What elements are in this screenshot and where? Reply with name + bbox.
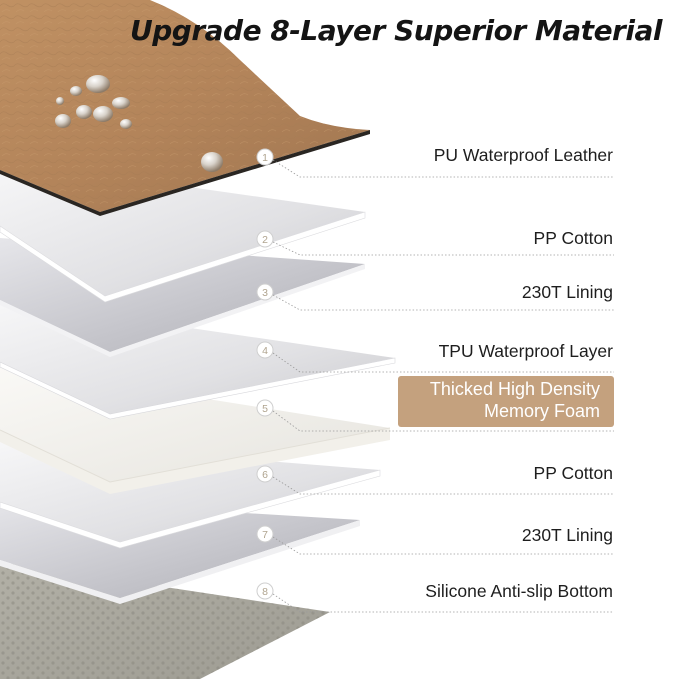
badge-7 xyxy=(256,525,274,543)
badge-numbers: 1 2 3 4 5 6 7 8 xyxy=(262,152,268,598)
badge-number-1: 1 xyxy=(262,152,268,164)
label-layer-7: 230T Lining xyxy=(521,525,613,545)
badge-number-5: 5 xyxy=(262,403,268,415)
label-layer-5-line2: Memory Foam xyxy=(483,401,600,421)
title-prefix: Upgrade xyxy=(130,14,271,47)
highlight-box xyxy=(398,376,614,427)
layer-pu-leather xyxy=(0,0,370,216)
badge-5 xyxy=(256,399,274,417)
title-layer-count: 8 xyxy=(270,14,290,47)
badge-number-3: 3 xyxy=(262,287,268,299)
label-layer-5: Thicked High Density Memory Foam xyxy=(398,378,600,422)
title-suffix: -Layer Superior Material xyxy=(289,14,662,47)
page-title: Upgrade 8-Layer Superior Material xyxy=(130,14,670,54)
badge-8 xyxy=(256,582,274,600)
number-badges xyxy=(256,148,274,600)
badge-1 xyxy=(256,148,274,166)
label-layer-3: 230T Lining xyxy=(521,282,613,302)
label-layer-8: Silicone Anti-slip Bottom xyxy=(425,581,613,601)
badge-number-7: 7 xyxy=(262,529,268,541)
badge-number-6: 6 xyxy=(262,469,268,481)
label-layer-5-line1: Thicked High Density xyxy=(429,379,600,399)
leader-lines xyxy=(272,159,614,613)
label-layer-6: PP Cotton xyxy=(533,463,613,483)
badge-3 xyxy=(256,283,274,301)
badge-6 xyxy=(256,465,274,483)
label-layer-1: PU Waterproof Leather xyxy=(433,145,613,165)
badge-4 xyxy=(256,341,274,359)
badge-number-4: 4 xyxy=(262,345,268,357)
label-layer-4: TPU Waterproof Layer xyxy=(438,341,613,361)
label-layer-2: PP Cotton xyxy=(533,228,613,248)
water-droplets-icon xyxy=(55,75,223,172)
badge-2 xyxy=(256,230,274,248)
badge-number-8: 8 xyxy=(262,586,268,598)
badge-number-2: 2 xyxy=(262,234,268,246)
